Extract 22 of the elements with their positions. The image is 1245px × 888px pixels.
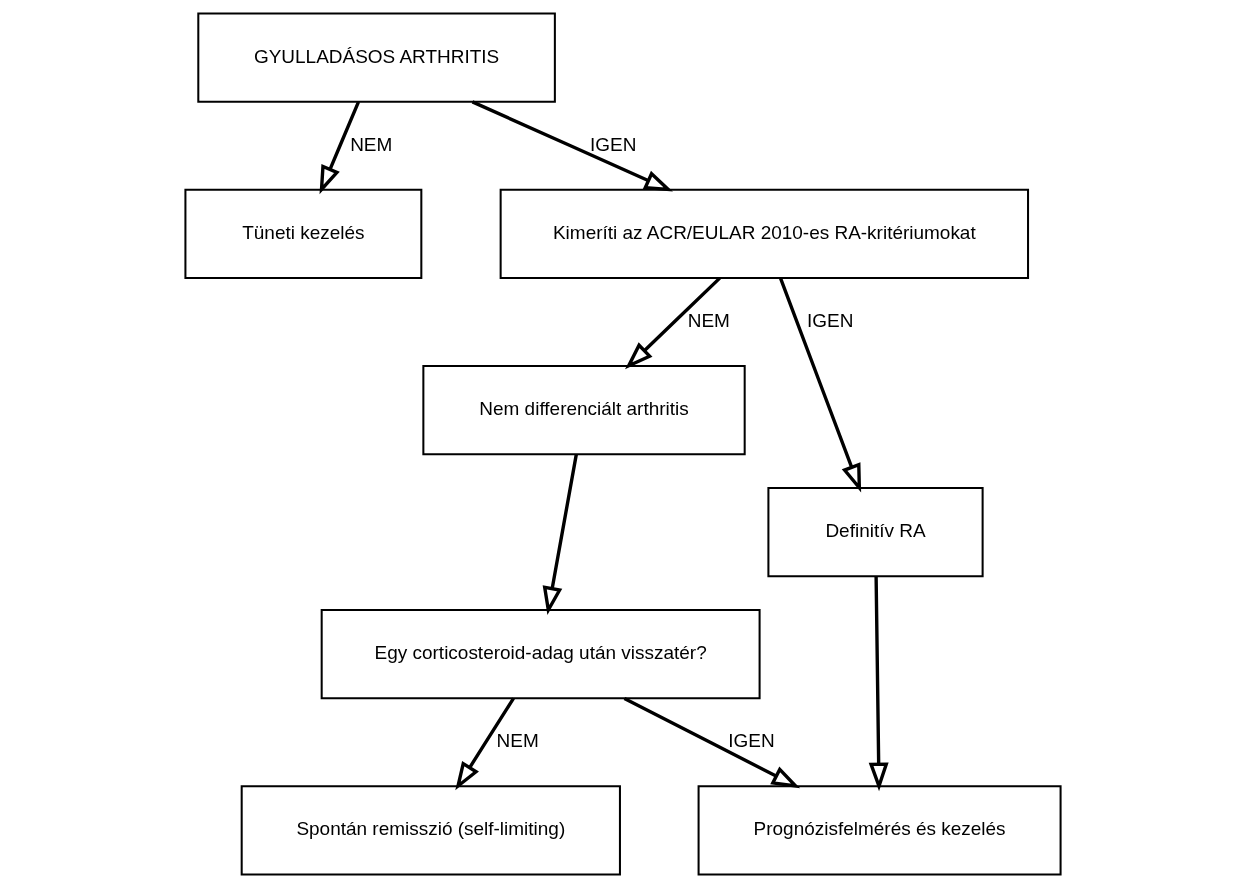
node-box: Prognózisfelmérés és kezelés: [697, 785, 1062, 876]
arrow: [454, 697, 515, 791]
edge-label: IGEN: [806, 310, 853, 331]
node-box: Kimeríti az ACR/EULAR 2010-es RA-kritériumokat: [499, 188, 1029, 279]
arrow: [868, 576, 889, 792]
arrow: [778, 277, 861, 493]
arrow: [542, 454, 578, 616]
node-box: Nem differenciált arthritis: [421, 365, 746, 456]
node-box: Tüneti kezelés: [183, 188, 422, 279]
edge-label: IGEN: [589, 133, 636, 155]
edge-label: NEM: [349, 133, 392, 155]
edge-label: IGEN: [727, 730, 775, 752]
arrow: [624, 276, 721, 370]
node-box: Definitív RA: [766, 487, 984, 578]
node-box: GYULLADÁSOS ARTHRITIS: [196, 12, 556, 103]
node-box: Egy corticosteroid-adag után visszatér?: [320, 609, 761, 700]
arrow: [623, 696, 800, 789]
edge-label: NEM: [496, 730, 539, 752]
arrow: [319, 101, 360, 195]
edge-label: NEM: [687, 310, 730, 331]
arrow: [471, 100, 673, 192]
node-box: Spontán remisszió (self-limiting): [240, 785, 621, 876]
